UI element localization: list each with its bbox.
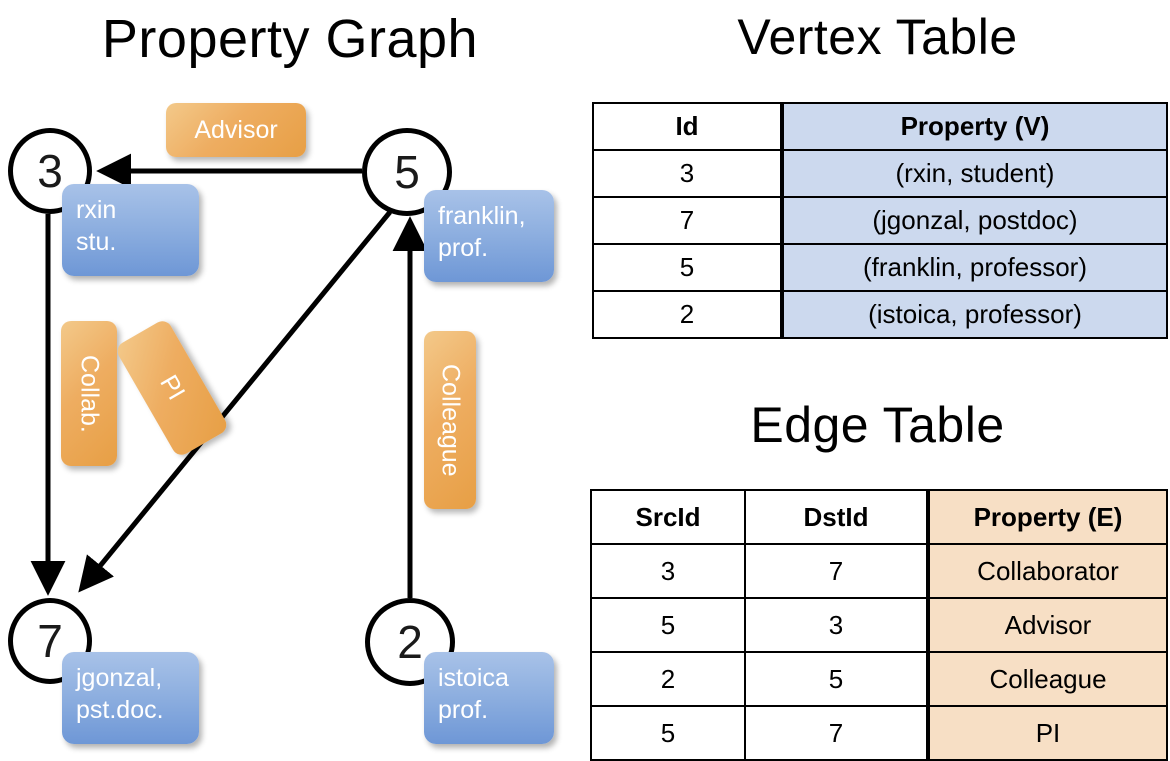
edge-table-header-srcid: SrcId: [590, 489, 746, 545]
vertex-property-line-1: franklin,: [438, 202, 526, 230]
vertex-property-box-7: jgonzal, pst.doc.: [62, 652, 199, 744]
table-row: 5 7 PI: [590, 705, 1168, 761]
graph-edges-svg: [30, 153, 428, 598]
table-row: 3 7 Collaborator: [590, 543, 1168, 599]
vertex-property-box-5: franklin, prof.: [424, 190, 554, 282]
edge-row-0-property: Collaborator: [926, 543, 1168, 599]
vertex-property-line-1: rxin: [76, 196, 117, 224]
edge-label-colleague: Colleague: [424, 331, 476, 509]
vertex-property-line-2: prof.: [438, 234, 489, 262]
edge-row-1-property: Advisor: [926, 597, 1168, 653]
edge-row-2-src: 2: [590, 651, 746, 707]
edge-label-collab-text: Collab.: [75, 354, 104, 433]
vertex-property-line-2: pst.doc.: [76, 696, 164, 724]
page-title-property-graph: Property Graph: [101, 9, 479, 69]
vertex-row-2-property: (franklin, professor): [780, 243, 1168, 292]
edge-row-2-property: Colleague: [926, 651, 1168, 707]
property-graph-diagram: 3 5 7 2 rxin stu. franklin, prof. jgonza…: [0, 0, 585, 760]
vertex-row-3-id: 2: [592, 290, 783, 339]
edge-label-advisor-text: Advisor: [194, 115, 278, 144]
vertex-table-header-property: Property (V): [780, 102, 1168, 151]
edge-table-header-dstid: DstId: [744, 489, 929, 545]
edge-table: SrcId DstId Property (E) 3 7 Collaborato…: [590, 489, 1168, 761]
edge-row-1-src: 5: [590, 597, 746, 653]
table-row: 5 3 Advisor: [590, 597, 1168, 653]
vertex-row-0-property: (rxin, student): [780, 149, 1168, 198]
table-row: 3 (rxin, student): [592, 149, 1168, 198]
vertex-property-line-1: jgonzal,: [76, 664, 163, 692]
table-header-row: SrcId DstId Property (E): [590, 489, 1168, 545]
edge-row-3-property: PI: [926, 705, 1168, 761]
graph-node-5[interactable]: 5: [362, 128, 452, 216]
page-title-edge-table: Edge Table: [750, 397, 1005, 453]
edge-row-2-dst: 5: [744, 651, 929, 707]
edge-label-colleague-text: Colleague: [436, 363, 465, 477]
vertex-row-1-property: (jgonzal, postdoc): [780, 196, 1168, 245]
edge-row-3-src: 5: [590, 705, 746, 761]
edge-row-1-dst: 3: [744, 597, 929, 653]
table-row: 5 (franklin, professor): [592, 243, 1168, 292]
table-row: 2 5 Colleague: [590, 651, 1168, 707]
vertex-row-1-id: 7: [592, 196, 783, 245]
vertex-property-line-1: istoica: [438, 664, 509, 692]
page-title-vertex-table: Vertex Table: [737, 9, 1018, 65]
vertex-property-line-2: prof.: [438, 696, 489, 724]
vertex-table: Id Property (V) 3 (rxin, student) 7 (jgo…: [592, 102, 1168, 339]
edge-row-0-src: 3: [590, 543, 746, 599]
edge-row-3-dst: 7: [744, 705, 929, 761]
edge-5-to-7-pi: [78, 210, 392, 593]
graph-node-2[interactable]: 2: [365, 598, 455, 686]
table-header-row: Id Property (V): [592, 102, 1168, 151]
table-row: 7 (jgonzal, postdoc): [592, 196, 1168, 245]
vertex-row-2-id: 5: [592, 243, 783, 292]
vertex-row-0-id: 3: [592, 149, 783, 198]
vertex-property-box-3: rxin stu.: [62, 184, 199, 276]
edge-label-advisor: Advisor: [166, 103, 306, 157]
vertex-property-box-2: istoica prof.: [424, 652, 554, 744]
table-row: 2 (istoica, professor): [592, 290, 1168, 339]
edge-label-collab: Collab.: [61, 321, 117, 466]
vertex-table-header-id: Id: [592, 102, 783, 151]
edge-row-0-dst: 7: [744, 543, 929, 599]
edge-table-header-property: Property (E): [926, 489, 1168, 545]
edge-label-pi-text: PI: [154, 370, 191, 405]
vertex-property-line-2: stu.: [76, 228, 117, 256]
vertex-row-3-property: (istoica, professor): [780, 290, 1168, 339]
